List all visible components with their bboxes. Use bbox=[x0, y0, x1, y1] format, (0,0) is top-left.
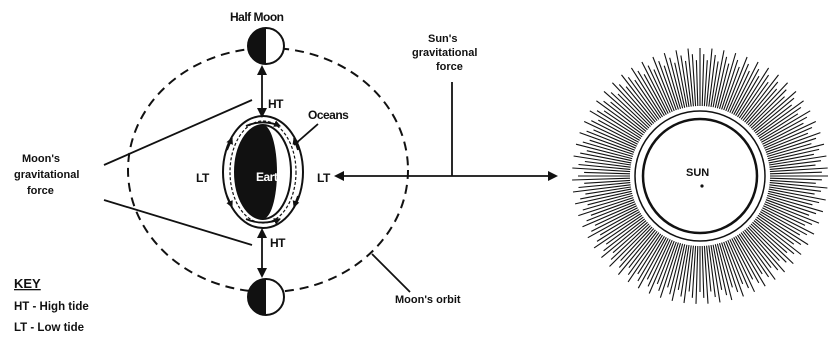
sun-ray bbox=[770, 183, 828, 188]
sun-ray bbox=[767, 144, 811, 157]
oceans-pointer bbox=[294, 124, 318, 145]
sun-ray bbox=[696, 246, 698, 304]
sun-force-line-2: gravitational bbox=[412, 47, 477, 59]
key-title: KEY bbox=[14, 276, 41, 291]
moon-force-line-3: force bbox=[27, 185, 54, 197]
half-moon-label: Half Moon bbox=[230, 10, 284, 24]
sun-ray bbox=[707, 49, 712, 107]
moon-force-pointer-top bbox=[104, 100, 252, 165]
ht-top-label: HT bbox=[268, 97, 284, 111]
sun-ray bbox=[720, 243, 733, 287]
sun-ray bbox=[594, 215, 642, 248]
lt-left-label: LT bbox=[196, 171, 210, 185]
moon-force-pointer-bottom bbox=[104, 200, 252, 245]
sun-ray bbox=[572, 178, 630, 180]
sun-force-line-3: force bbox=[436, 61, 463, 73]
moon-force-line-2: gravitational bbox=[14, 169, 79, 181]
key-item-ht: HT - High tide bbox=[14, 301, 89, 313]
sun-ray bbox=[584, 172, 630, 173]
sun-ray bbox=[575, 191, 632, 204]
moon-orbit-label: Moon's orbit bbox=[395, 294, 461, 306]
sun-label: SUN bbox=[686, 167, 709, 179]
moon-force-line-1: Moon's bbox=[22, 153, 60, 165]
moon-orbit-pointer bbox=[372, 254, 410, 292]
sun-ray bbox=[668, 243, 681, 287]
sun-ray bbox=[702, 246, 704, 298]
lt-right-label: LT bbox=[317, 171, 331, 185]
moon-top bbox=[248, 28, 284, 64]
ht-bottom-label: HT bbox=[270, 236, 286, 250]
oceans-label: Oceans bbox=[308, 108, 349, 122]
sun-ray bbox=[628, 234, 661, 282]
sun-force-label: Sun's gravitational force bbox=[412, 33, 480, 73]
sun-ray bbox=[770, 178, 822, 180]
earth-label: Earth bbox=[256, 170, 284, 184]
sun-ray bbox=[670, 244, 683, 294]
moon-force-label: Moon's gravitational force bbox=[14, 153, 82, 197]
sun-ray bbox=[770, 172, 822, 174]
key-item-lt: LT - Low tide bbox=[14, 322, 84, 334]
sun-ray bbox=[672, 244, 685, 301]
sun-ray bbox=[702, 54, 704, 106]
key: KEY HT - High tide LT - Low tide bbox=[14, 276, 89, 334]
sun-force-line-1: Sun's bbox=[428, 33, 458, 45]
sun-ray bbox=[696, 60, 697, 106]
moon-bottom bbox=[248, 279, 284, 315]
sun-ray bbox=[670, 58, 683, 108]
